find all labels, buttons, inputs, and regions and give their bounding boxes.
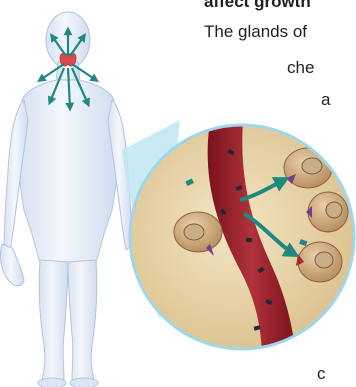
left-hand xyxy=(0,244,24,286)
body-text-line: c xyxy=(317,364,326,384)
body-text-line: che xyxy=(287,58,314,78)
body-text-line: The glands of xyxy=(204,22,307,42)
human-body-figure xyxy=(0,12,132,387)
target-cell xyxy=(284,148,332,188)
right-leg xyxy=(68,260,97,380)
heading: affect growth xyxy=(204,0,311,12)
right-foot xyxy=(70,378,98,387)
left-leg xyxy=(39,260,68,380)
body-text-line: a xyxy=(321,90,330,110)
left-foot xyxy=(38,378,66,387)
torso xyxy=(19,80,117,262)
